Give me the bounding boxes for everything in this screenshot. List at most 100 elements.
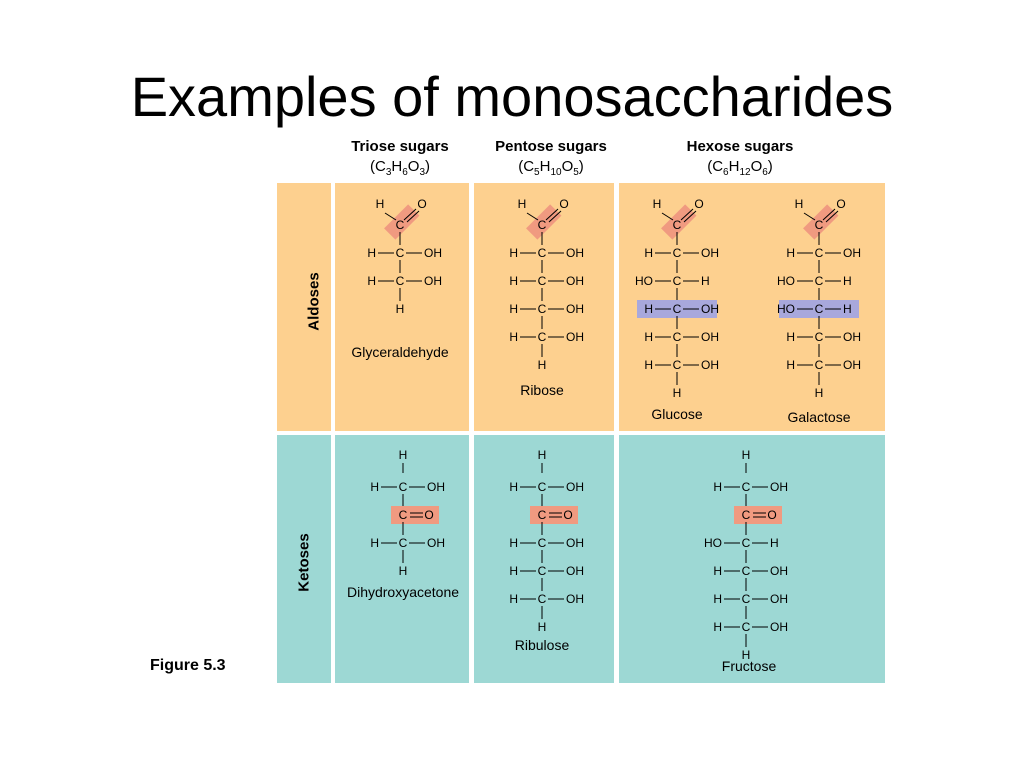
ketoses-pentose-panel [474, 435, 614, 683]
galactose-co-bond [822, 208, 836, 221]
galactose-terminal-h: H [815, 386, 824, 400]
fructose-row-5-right-group: OH [770, 592, 788, 606]
aldoses-label-panel [277, 183, 331, 431]
glucose-row-2-right-group: OH [701, 246, 719, 260]
glyceraldehyde-aldehyde-h: H [376, 197, 385, 211]
galactose-row-3-carbon: C [815, 274, 824, 288]
molecule-name-glyceraldehyde: Glyceraldehyde [351, 344, 448, 360]
glucose-c1: C [673, 218, 682, 232]
glyceraldehyde-co-bond [403, 208, 417, 221]
ribose-row-5-right-group: OH [566, 330, 584, 344]
molecule-name-dihydroxyacetone: Dihydroxyacetone [347, 584, 459, 600]
ribulose-terminal-h: H [538, 620, 547, 634]
dihydroxyacetone-row-1-left-group: H [370, 480, 379, 494]
ribulose-row-4-carbon: C [538, 564, 547, 578]
fructose-row-5-left-group: H [713, 592, 722, 606]
ribose-row-4-right-group: OH [566, 302, 584, 316]
glyceraldehyde-row-3-right-group: OH [424, 274, 442, 288]
fructose-keto-carbon: C [742, 508, 751, 522]
glyceraldehyde-ch-bond [384, 212, 397, 221]
glucose-row-2-left-group: H [644, 246, 653, 260]
dihydroxyacetone-keto-oxygen: O [424, 508, 433, 522]
dihydroxyacetone-terminal-h-top: H [399, 448, 408, 462]
fructose-carbonyl-highlight [734, 506, 782, 524]
ribose-row-3-left-group: H [509, 274, 518, 288]
fructose-row-3-carbon: C [742, 536, 751, 550]
galactose-c1: C [815, 218, 824, 232]
ribose-co-bond [545, 208, 559, 221]
ribulose-row-1-left-group: H [509, 480, 518, 494]
column-header-pentose: Pentose sugars (C5H10O5) [481, 137, 621, 183]
fructose-row-6-right-group: OH [770, 620, 788, 634]
dihydroxyacetone-row-3-right-group: OH [427, 536, 445, 550]
fructose-keto-oxygen: O [767, 508, 776, 522]
fructose-row-6-carbon: C [742, 620, 751, 634]
glucose-row-3-left-group: HO [635, 274, 653, 288]
molecule-name-ribose: Ribose [520, 382, 564, 398]
glyceraldehyde-row-2-right-group: OH [424, 246, 442, 260]
galactose-row-5-left-group: H [786, 330, 795, 344]
molecule-name-galactose: Galactose [787, 409, 850, 425]
glucose-row-6-carbon: C [673, 358, 682, 372]
slide-title: Examples of monosaccharides [130, 65, 894, 128]
glucose-co-bond [680, 208, 694, 221]
column-header-triose: Triose sugars (C3H6O3) [340, 137, 460, 183]
galactose-row-5-carbon: C [815, 330, 824, 344]
fructose-terminal-h-top: H [742, 448, 751, 462]
glucose-row-5-carbon: C [673, 330, 682, 344]
galactose-row-6-left-group: H [786, 358, 795, 372]
glyceraldehyde-carbonyl-highlight [384, 204, 420, 240]
galactose-row-6-right-group: OH [843, 358, 861, 372]
ribulose-row-1-carbon: C [538, 480, 547, 494]
column-formula: (C6H12O6) [707, 158, 773, 178]
glucose-row-4-right-group: OH [701, 302, 719, 316]
galactose-row-4-left-group: HO [777, 302, 795, 316]
glyceraldehyde-row-3-left-group: H [367, 274, 376, 288]
glucose-row-2-carbon: C [673, 246, 682, 260]
ketoses-triose-panel [335, 435, 469, 683]
fructose-row-4-right-group: OH [770, 564, 788, 578]
fructose-row-3-left-group: HO [704, 536, 722, 550]
galactose-aldehyde-h: H [795, 197, 804, 211]
ribose-row-5-carbon: C [538, 330, 547, 344]
ribulose-row-3-carbon: C [538, 536, 547, 550]
ketoses-hexose-panel [619, 435, 885, 683]
glucose-aldehyde-o: O [694, 197, 703, 211]
glucose-row-5-right-group: OH [701, 330, 719, 344]
galactose-isomer-highlight [779, 300, 859, 318]
galactose-row-4-right-group: H [843, 302, 852, 316]
dihydroxyacetone-carbonyl-highlight [391, 506, 439, 524]
glucose-carbonyl-highlight [661, 204, 697, 240]
fructose-row-3-right-group: H [770, 536, 779, 550]
molecule-name-fructose: Fructose [722, 658, 777, 674]
glyceraldehyde-terminal-h: H [396, 302, 405, 316]
dihydroxyacetone-row-1-carbon: C [399, 480, 408, 494]
glucose-row-6-left-group: H [644, 358, 653, 372]
column-header-hexose: Hexose sugars (C6H12O6) [670, 137, 810, 183]
ketoses-label-panel [277, 435, 331, 683]
glyceraldehyde-row-3-carbon: C [396, 274, 405, 288]
ribose-row-2-right-group: OH [566, 246, 584, 260]
column-name: Hexose sugars [686, 138, 794, 155]
ribulose-keto-oxygen: O [563, 508, 572, 522]
fructose-row-5-carbon: C [742, 592, 751, 606]
ribulose-terminal-h-top: H [538, 448, 547, 462]
fructose-row-4-carbon: C [742, 564, 751, 578]
glucose-row-3-carbon: C [673, 274, 682, 288]
galactose-row-2-right-group: OH [843, 246, 861, 260]
molecule-name-ribulose: Ribulose [515, 637, 570, 653]
ribulose-row-3-right-group: OH [566, 536, 584, 550]
ribulose-keto-carbon: C [538, 508, 547, 522]
dihydroxyacetone-terminal-h: H [399, 564, 408, 578]
ribose-aldehyde-o: O [559, 197, 568, 211]
ribose-row-2-left-group: H [509, 246, 518, 260]
column-formula: (C3H6O3) [369, 158, 431, 178]
galactose-row-6-carbon: C [815, 358, 824, 372]
galactose-co-bond2 [825, 210, 839, 223]
glyceraldehyde-aldehyde-o: O [417, 197, 426, 211]
galactose-aldehyde-o: O [836, 197, 845, 211]
glyceraldehyde-c1: C [396, 218, 405, 232]
glucose-row-3-right-group: H [701, 274, 710, 288]
galactose-row-3-right-group: H [843, 274, 852, 288]
